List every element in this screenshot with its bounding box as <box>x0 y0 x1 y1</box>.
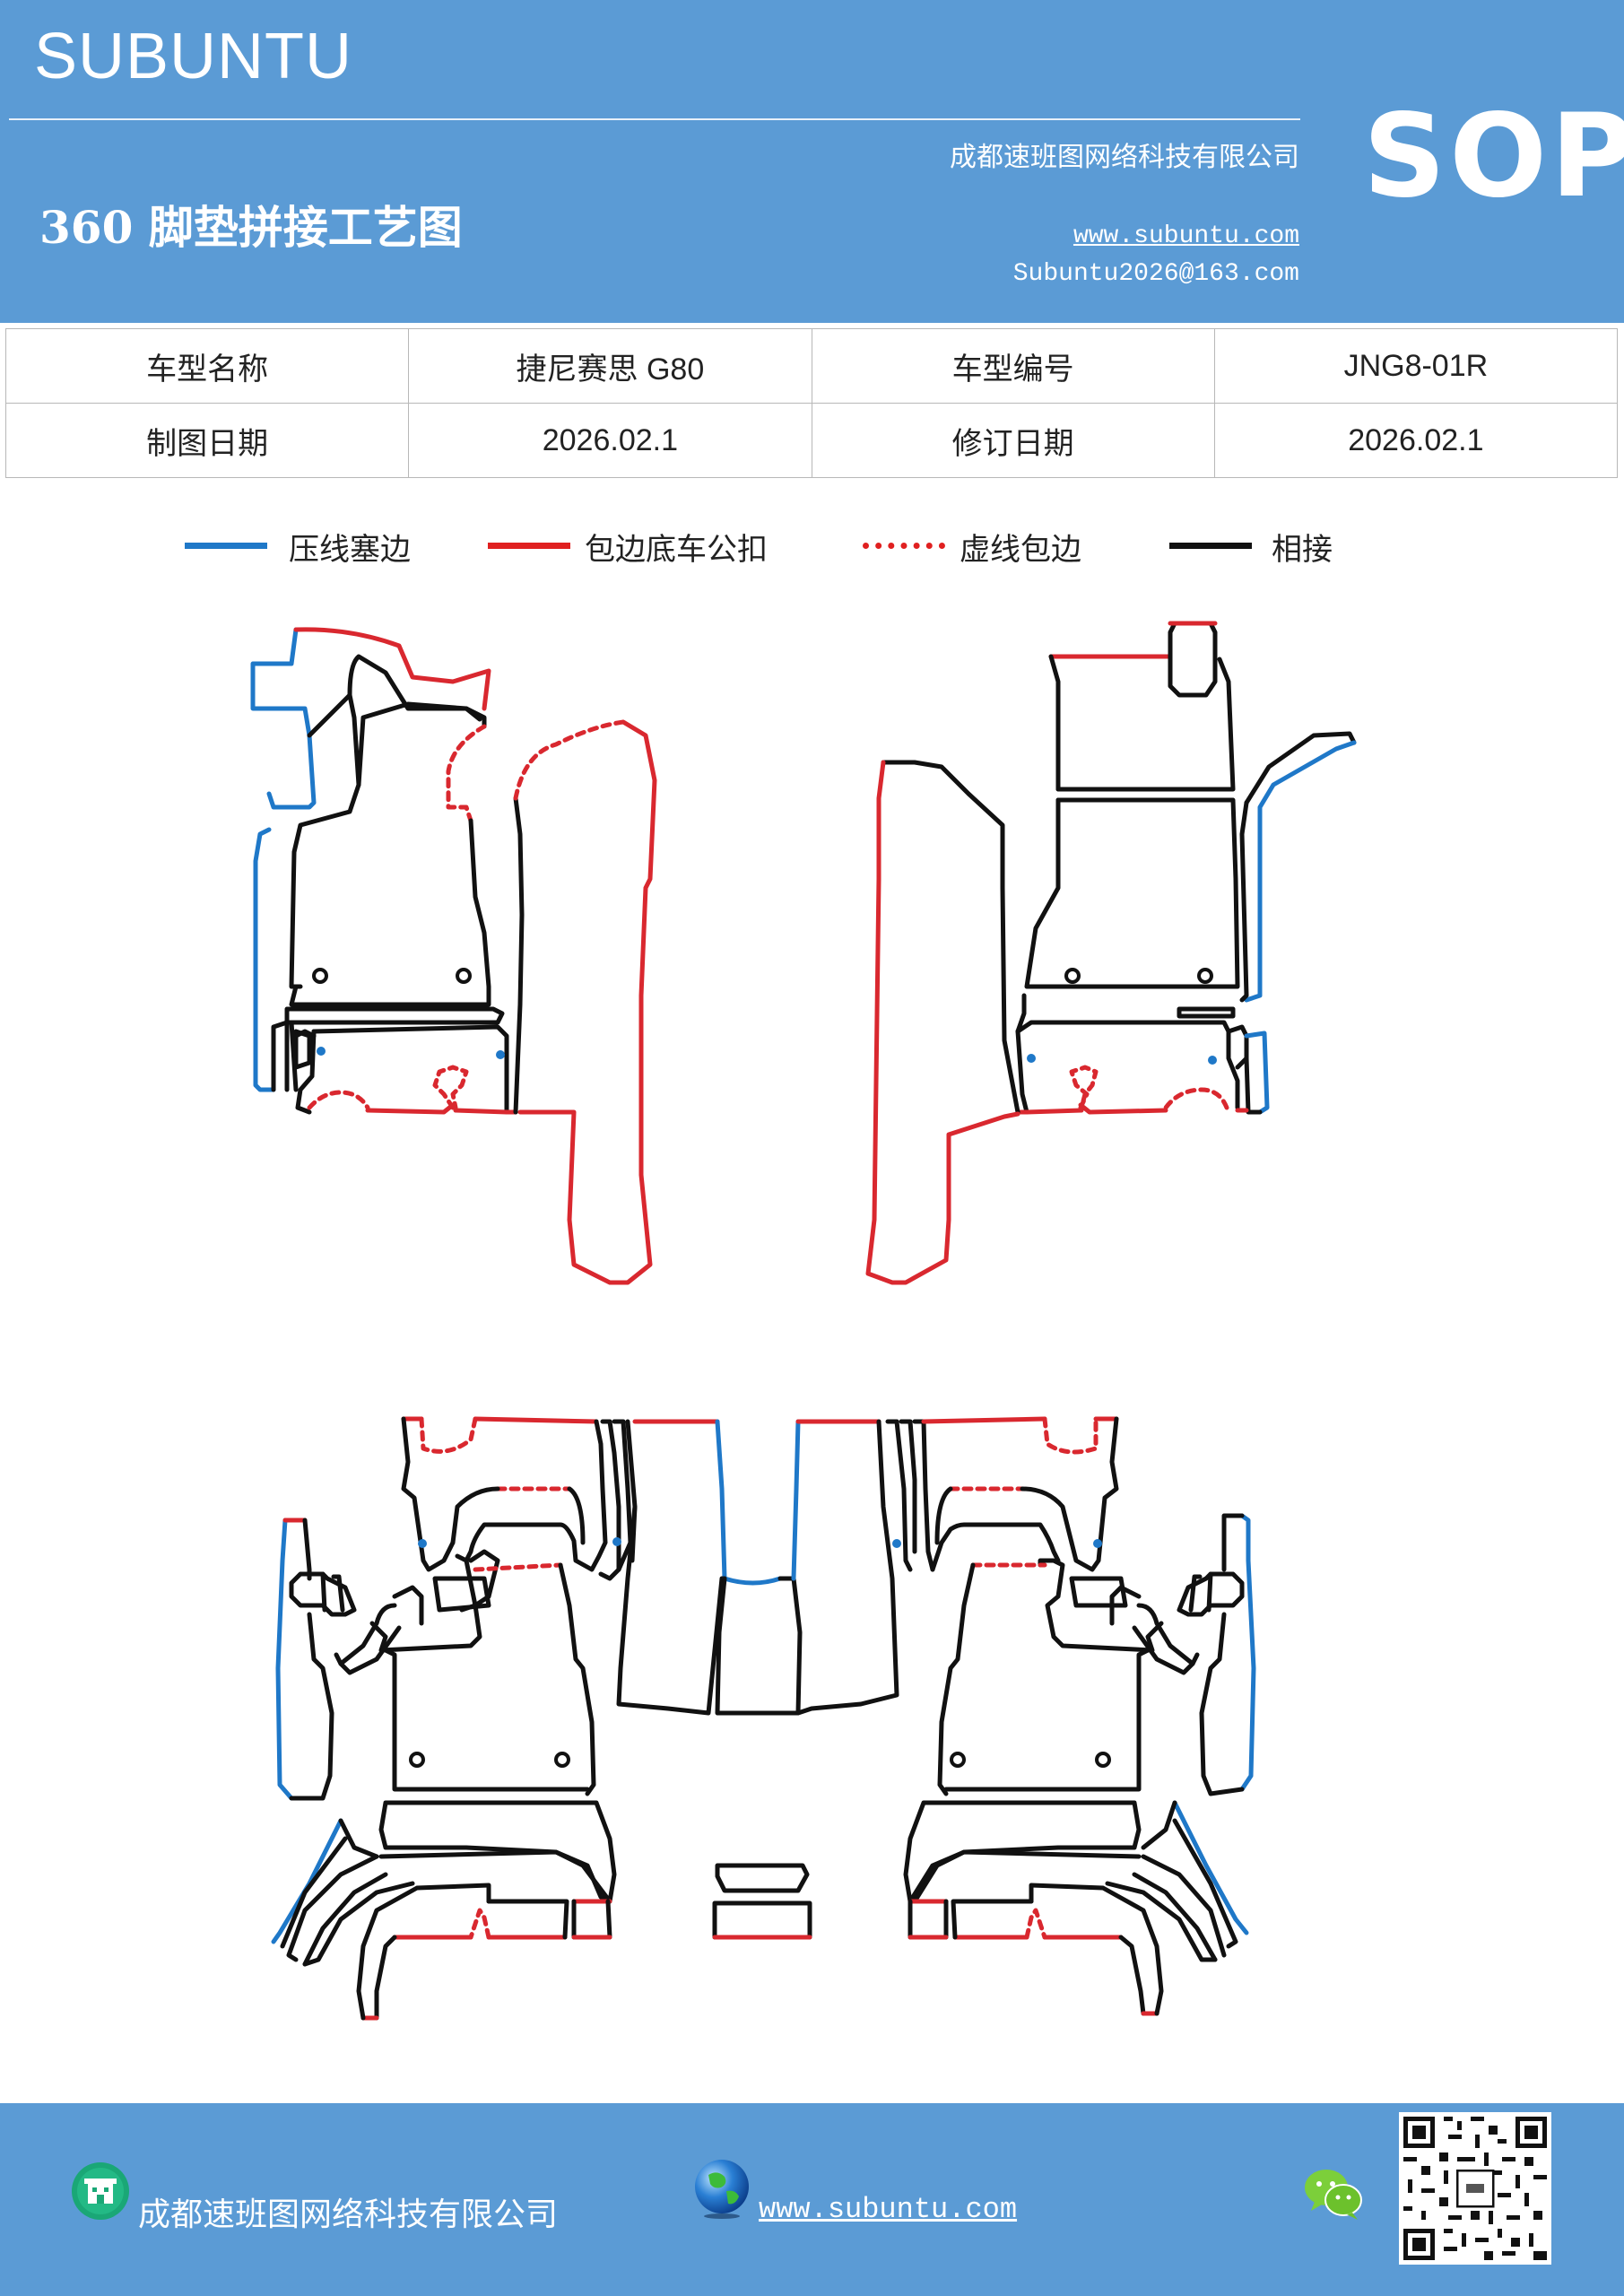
legend-label: 相接 <box>1272 532 1333 568</box>
model-name-label: 车型名称 <box>4 328 410 404</box>
draw-date-label: 制图日期 <box>4 403 410 478</box>
table-row: 车型名称 捷尼赛思 G80 车型编号 JNG8-01R <box>4 328 1619 404</box>
header-divider <box>9 118 1300 120</box>
grommet <box>554 1752 570 1768</box>
legend-label: 压线塞边 <box>289 532 411 568</box>
header-banner: SUBUNTU 成都速班图网络科技有限公司 360 脚垫拼接工艺图 www.su… <box>0 0 1624 323</box>
legend-label: 包边底车公扣 <box>585 532 768 568</box>
grommet <box>950 1752 966 1768</box>
legend-swatch-red-dotted <box>863 543 945 549</box>
qr-code[interactable] <box>1399 2112 1551 2265</box>
grommet <box>312 968 328 984</box>
brand-name: SUBUNTU <box>34 21 353 92</box>
front-right-mat <box>865 621 1357 1285</box>
document-title: 360 脚垫拼接工艺图 <box>39 201 463 254</box>
globe-icon <box>695 2160 749 2219</box>
company-name: 成都速班图网络科技有限公司 <box>950 142 1299 173</box>
footer-company-name: 成都速班图网络科技有限公司 <box>138 2196 559 2233</box>
building-icon <box>72 2162 129 2220</box>
model-code-value: JNG8-01R <box>1213 328 1619 404</box>
grommet <box>1095 1752 1111 1768</box>
rear-mats <box>271 1416 1256 2021</box>
grommet <box>1197 968 1213 984</box>
model-code-label: 车型编号 <box>811 328 1215 404</box>
line-legend: 压线塞边 包边底车公扣 虚线包边 相接 <box>0 525 1624 578</box>
legend-label: 虚线包边 <box>960 532 1081 568</box>
draw-date-value: 2026.02.1 <box>408 403 812 478</box>
legend-swatch-black <box>1169 543 1252 549</box>
footer-banner: 成都速班图网络科技有限公司 www.subuntu.com <box>0 2103 1624 2296</box>
front-left-mat <box>250 627 657 1285</box>
sop-badge: SOP <box>1363 90 1624 223</box>
website-link[interactable]: www.subuntu.com <box>1073 222 1299 250</box>
wechat-icon[interactable] <box>1302 2166 1365 2222</box>
footer-website-link[interactable]: www.subuntu.com <box>759 2193 1018 2226</box>
grommet <box>1064 968 1081 984</box>
email-address[interactable]: Subuntu2026@163.com <box>1012 260 1299 288</box>
floor-mat-diagram: .k { stroke:#111; stroke-width:5; } .b {… <box>250 621 1357 2021</box>
legend-swatch-red <box>488 543 570 549</box>
grommet <box>409 1752 425 1768</box>
revision-date-label: 修订日期 <box>811 403 1215 478</box>
model-name-value: 捷尼赛思 G80 <box>408 328 812 404</box>
vehicle-info-table: 车型名称 捷尼赛思 G80 车型编号 JNG8-01R 制图日期 2026.02… <box>4 328 1619 478</box>
legend-swatch-blue <box>185 543 267 549</box>
grommet <box>456 968 472 984</box>
revision-date-value: 2026.02.1 <box>1213 403 1619 478</box>
table-row: 制图日期 2026.02.1 修订日期 2026.02.1 <box>4 403 1619 478</box>
